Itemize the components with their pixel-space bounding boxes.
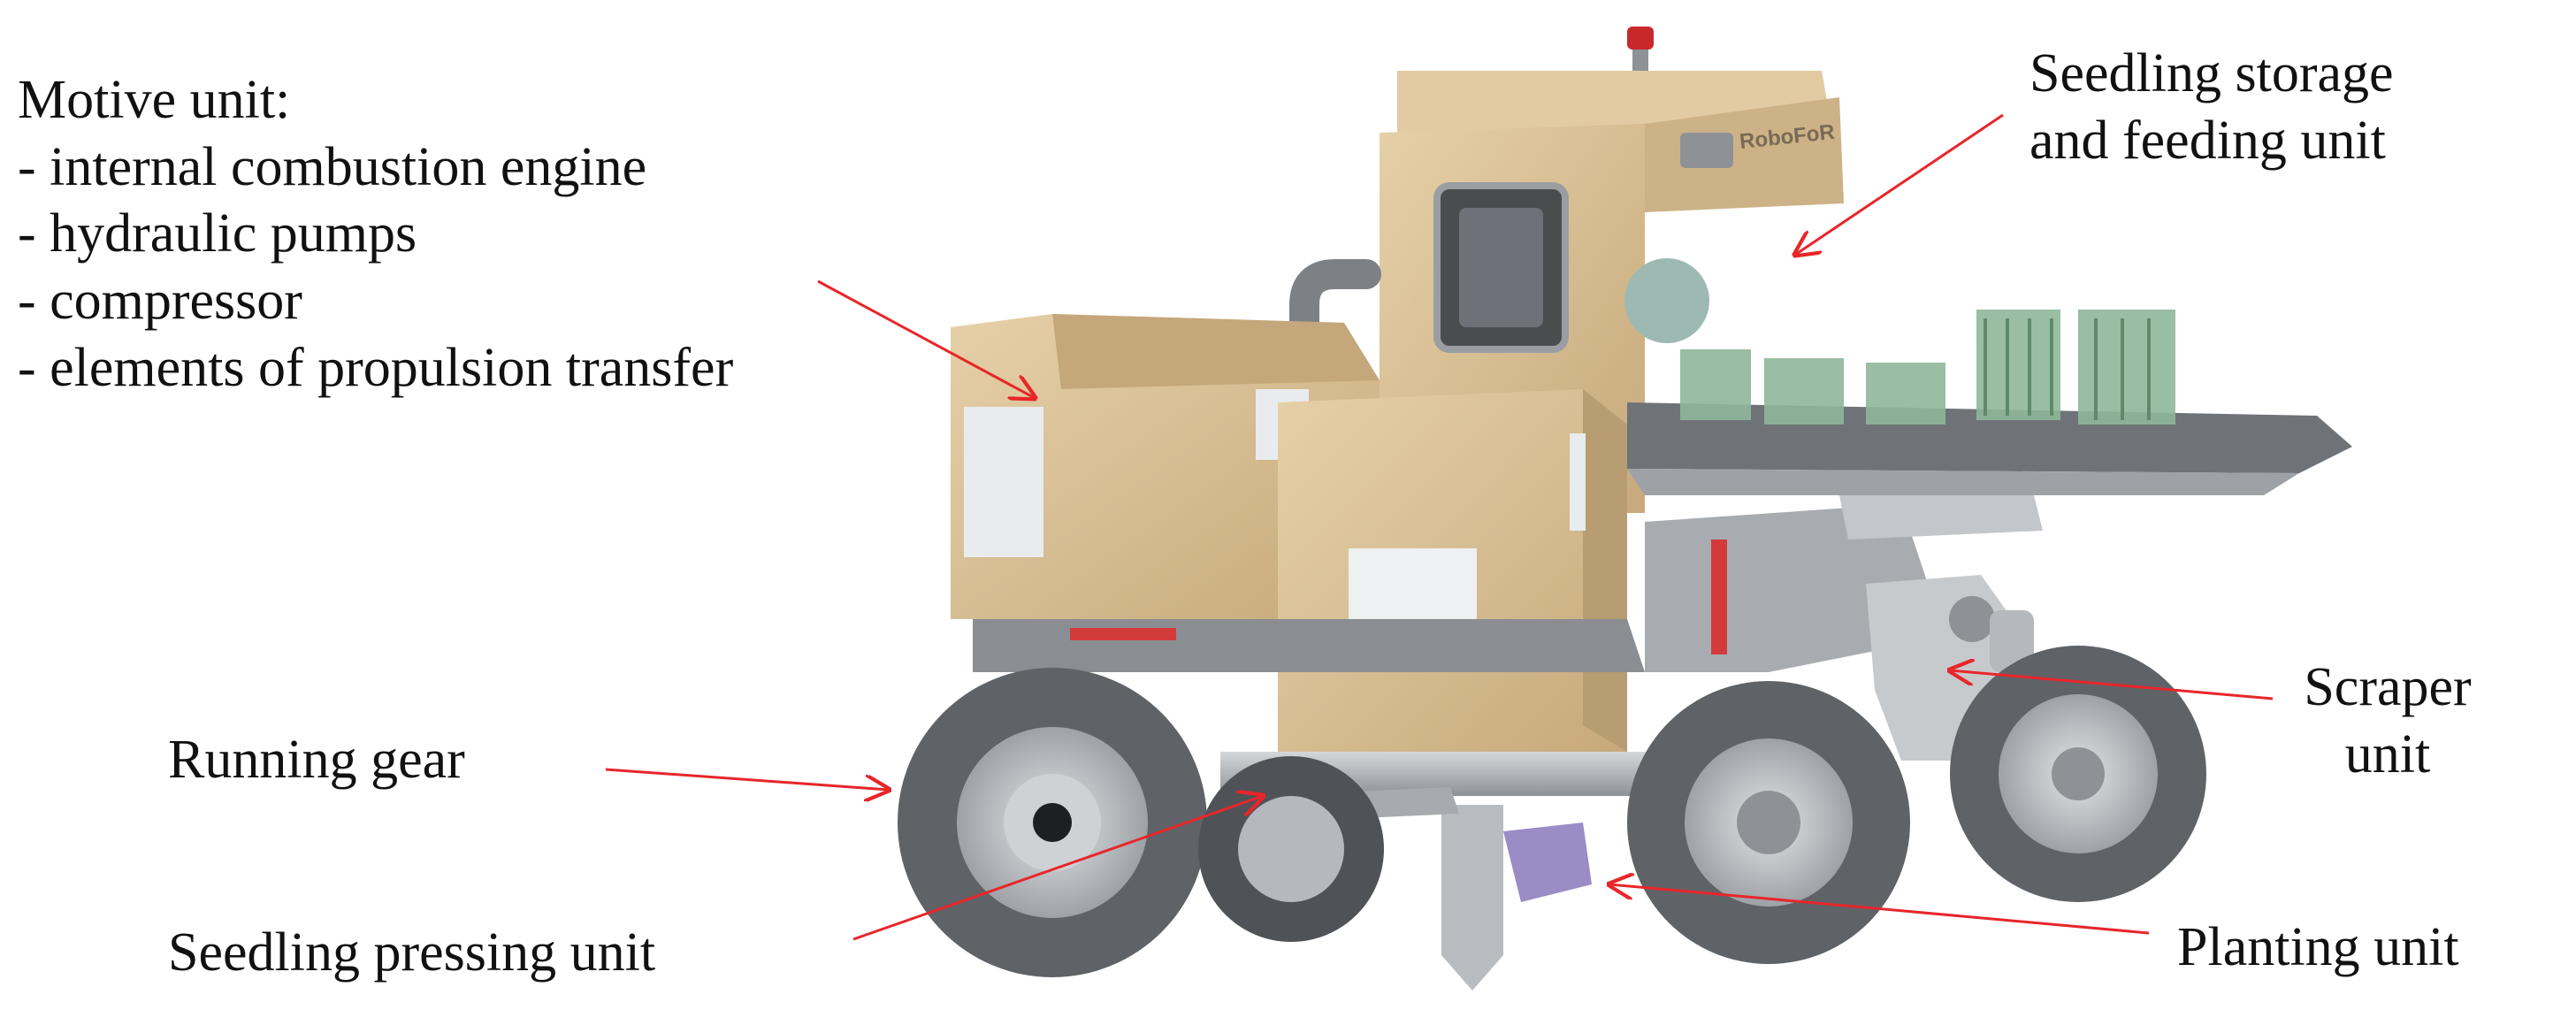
arrow-motive-unit (817, 279, 1035, 398)
hydraulic-cylinder (1711, 539, 1727, 654)
arrow-planting-unit (1609, 884, 2150, 935)
seedling-storage-line2: and feeding unit (2029, 110, 2386, 171)
scraper-unit-line2: unit (2344, 723, 2431, 784)
engine-housing (951, 314, 1380, 619)
motive-unit-title: Motive unit: (18, 70, 291, 130)
motive-unit-label: Motive unit: - internal combustion engin… (18, 67, 733, 402)
seedling-pressing-label: Seedling pressing unit (168, 922, 656, 983)
motive-unit-item: - internal combustion engine (18, 136, 647, 197)
cab-camera-box (1680, 133, 1733, 168)
arrow-running-gear (605, 768, 889, 790)
seedling-tray-lines (1984, 318, 2151, 420)
motive-unit-item: - hydraulic pumps (18, 203, 417, 264)
arrow-seedling-storage (1795, 113, 2004, 255)
exhaust-pipe (1289, 259, 1381, 386)
wheel-rear-right (1198, 756, 1384, 942)
seedling-carousel (1624, 258, 2352, 495)
seedling-storage-label: Seedling storage and feeding unit (2029, 41, 2394, 174)
motive-unit-item: - elements of propulsion transfer (18, 337, 734, 398)
feeding-drum (1624, 258, 1709, 343)
running-gear-label: Running gear (168, 730, 465, 790)
wheel-rear-left (898, 668, 1207, 977)
planting-unit-label: Planting unit (2177, 917, 2459, 977)
seedling-storage-line1: Seedling storage (2029, 43, 2394, 103)
scraper-unit-label: Scraper unit (2282, 654, 2494, 788)
arrow-scraper-unit (1950, 670, 2274, 700)
front-housing (1278, 389, 1627, 752)
side-panel (964, 407, 1043, 557)
callout-arrows (605, 113, 2274, 941)
scraper-unit-line1: Scraper (2304, 657, 2472, 717)
wheel-front-right (1950, 646, 2206, 902)
motive-unit-item: - compressor (18, 270, 302, 331)
wheel-front-left (1627, 681, 1910, 964)
arrow-seedling-pressing (852, 796, 1263, 941)
